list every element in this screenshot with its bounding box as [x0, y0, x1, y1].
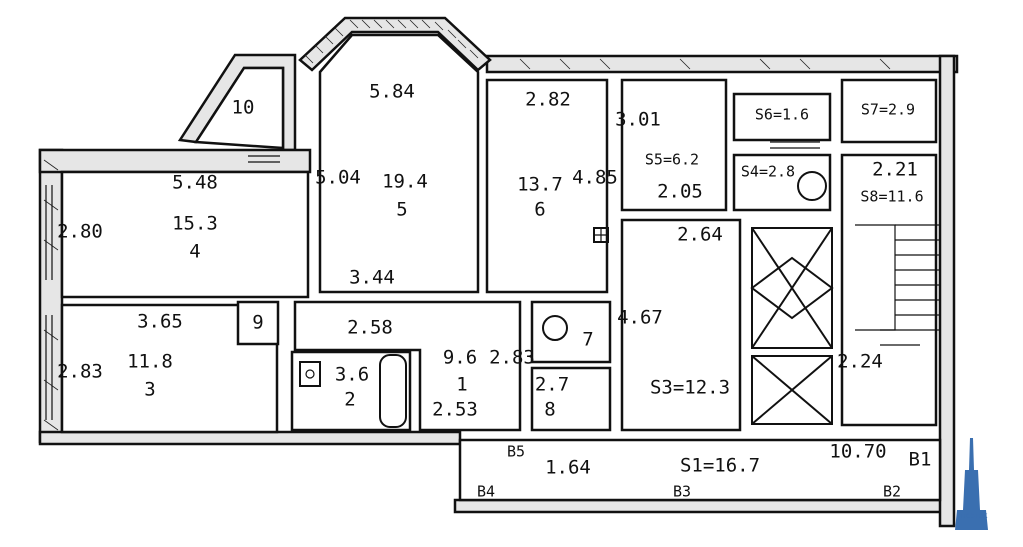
room-5-number: 5: [396, 199, 407, 221]
room-4-dim-width: 5.48: [172, 172, 218, 194]
room-10-number: 10: [232, 97, 255, 119]
s8-dim: 2.21: [872, 159, 918, 181]
room-8: [530, 366, 612, 432]
room-s8: [840, 153, 938, 427]
room-5-area: 19.4: [382, 171, 428, 193]
room-8-number: 8: [544, 399, 555, 421]
room-4-dim-height: 2.80: [57, 221, 103, 243]
room-6-dim-side: 4.85: [572, 167, 618, 189]
s4-label: S4=2.8: [741, 163, 795, 181]
s5-dim-bottom: 2.05: [657, 181, 703, 203]
s7-label: S7=2.9: [861, 101, 915, 119]
s1-label: S1=16.7: [680, 455, 760, 477]
room-7-dim: 2.83: [489, 347, 535, 369]
room-5-dim-top: 5.84: [369, 81, 415, 103]
room-4-area: 15.3: [172, 213, 218, 235]
room-1-area: 9.6: [443, 347, 477, 369]
room-6-dim-top: 2.82: [525, 89, 571, 111]
window-b3: B3: [673, 483, 691, 501]
window-labels: B5 B4 B3 B2: [477, 443, 901, 501]
room-6: [485, 78, 609, 294]
room-4: [60, 170, 310, 299]
s3-dim-side: 4.67: [617, 307, 663, 329]
room-s3: [620, 218, 742, 432]
room-7: [530, 300, 612, 364]
rooms: [60, 33, 942, 502]
room-3-number: 3: [144, 379, 155, 401]
window-b2: B2: [883, 483, 901, 501]
s6-label: S6=1.6: [755, 106, 809, 124]
room-3-area: 11.8: [127, 351, 173, 373]
watermark-logo: ВЫСОТОК: [955, 438, 988, 530]
room-1-dim-bottom: 2.53: [432, 399, 478, 421]
room-1: [293, 300, 522, 432]
room-s5: [620, 78, 728, 212]
room-4-number: 4: [189, 241, 200, 263]
room-6-number: 6: [534, 199, 545, 221]
room-9: [236, 300, 280, 346]
room-s6: [732, 92, 832, 142]
s5-dim-side: 3.01: [615, 109, 661, 131]
wall-hatching: [43, 19, 891, 431]
s5-label: S5=6.2: [645, 151, 699, 169]
room-1-number: 1: [456, 374, 467, 396]
s1-dim-width: 1.64: [545, 457, 591, 479]
stair-dim: 2.24: [837, 351, 883, 373]
room-7-number: 7: [582, 329, 593, 351]
room-3-dim-width: 3.65: [137, 311, 183, 333]
s8-label: S8=11.6: [860, 188, 923, 206]
room-5-dim-bottom: 3.44: [349, 267, 395, 289]
fixtures: [45, 141, 940, 428]
room-8-area: 2.7: [535, 374, 569, 396]
room-s1: [458, 438, 942, 502]
b1-label: B1: [909, 449, 932, 471]
room-3-dim-height: 2.83: [57, 361, 103, 383]
logo-text: ВЫСОТОК: [957, 513, 989, 520]
room-labels: 10 4 15.3 5.48 2.80 5 19.4 5.84 5.04 3.4…: [57, 81, 618, 421]
room-2-number: 2: [344, 389, 355, 411]
tower-icon: [955, 438, 988, 530]
room-10: [193, 66, 285, 150]
room-2-area: 3.6: [335, 364, 369, 386]
window-b4: B4: [477, 483, 495, 501]
room-s7: [840, 78, 938, 144]
s1-dim-length: 10.70: [829, 441, 886, 463]
room-5-dim-side: 5.04: [315, 167, 361, 189]
room-9-number: 9: [252, 312, 263, 334]
room-5: [318, 33, 480, 294]
room-6-area: 13.7: [517, 174, 563, 196]
room-2: [290, 350, 412, 432]
s3-dim-top: 2.64: [677, 224, 723, 246]
s3-label: S3=12.3: [650, 377, 730, 399]
common-area-labels: S5=6.2 3.01 2.05 S6=1.6 S7=2.9 S4=2.8 S8…: [545, 101, 931, 479]
window-b5: B5: [507, 443, 525, 461]
room-1-dim-top: 2.58: [347, 317, 393, 339]
